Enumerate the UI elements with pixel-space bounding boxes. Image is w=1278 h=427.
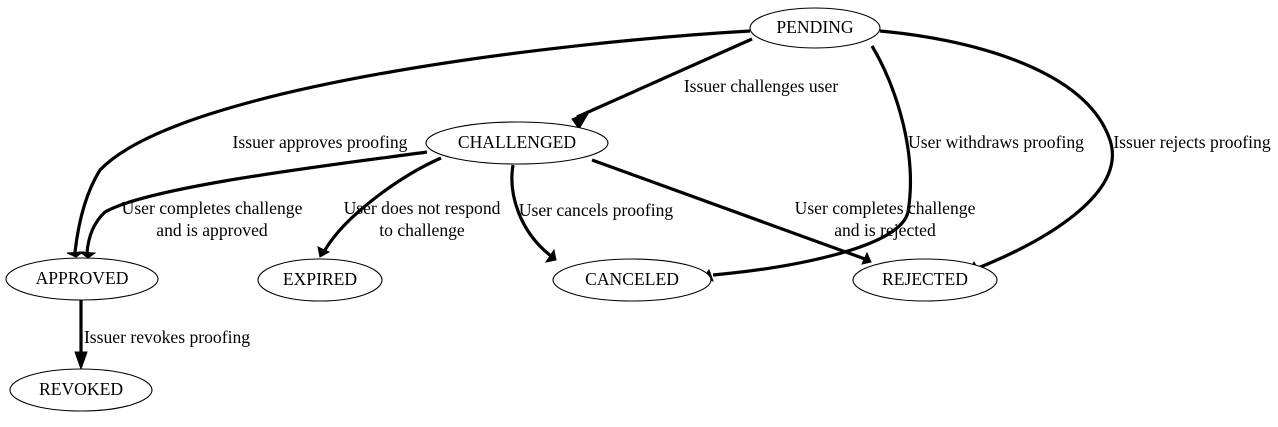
- edge-challenged-rejected: [591, 158, 872, 265]
- edge-line: [73, 29, 751, 253]
- node-ellipse-pending[interactable]: [749, 7, 881, 49]
- node-approved[interactable]: APPROVED: [5, 257, 159, 301]
- edge-label-pending-approved: Issuer approves proofing: [233, 132, 408, 152]
- edge-pending-approved: [66, 29, 751, 258]
- edge-line: [510, 164, 552, 258]
- edge-challenged-expired: [317, 156, 442, 258]
- edge-label-approved-revoked: Issuer revokes proofing: [84, 327, 250, 347]
- arrow-head-icon: [861, 251, 872, 265]
- arrow-head-icon: [74, 351, 88, 371]
- edge-pending-challenged: [571, 37, 753, 130]
- node-label-expired: EXPIRED: [283, 269, 357, 289]
- node-ellipse-revoked[interactable]: [9, 368, 153, 412]
- edge-line: [591, 158, 866, 261]
- arrow-head-icon: [544, 248, 557, 263]
- node-challenged[interactable]: CHALLENGED: [425, 121, 609, 165]
- node-label-approved: APPROVED: [36, 268, 129, 288]
- edge-line: [85, 150, 428, 254]
- edge-line: [576, 37, 753, 119]
- node-expired[interactable]: EXPIRED: [257, 258, 383, 302]
- node-canceled[interactable]: CANCELED: [552, 258, 712, 302]
- node-label-rejected: REJECTED: [882, 269, 968, 289]
- edge-label-pending-canceled: User withdraws proofing: [908, 132, 1084, 152]
- arrow-head-icon: [78, 251, 97, 259]
- edge-approved-revoked: [74, 300, 88, 371]
- edge-challenged-approved: [78, 150, 428, 259]
- node-revoked[interactable]: REVOKED: [9, 368, 153, 412]
- node-ellipse-expired[interactable]: [257, 258, 383, 302]
- edge-line: [712, 45, 912, 277]
- node-label-revoked: REVOKED: [39, 379, 123, 399]
- node-ellipse-challenged[interactable]: [425, 121, 609, 165]
- edge-label-pending-rejected: Issuer rejects proofing: [1113, 132, 1271, 152]
- edge-challenged-canceled: [510, 164, 557, 263]
- arrow-head-icon: [317, 246, 331, 258]
- arrow-head-icon: [66, 251, 85, 258]
- node-ellipse-approved[interactable]: [5, 257, 159, 301]
- node-label-pending: PENDING: [776, 17, 854, 37]
- node-pending[interactable]: PENDING: [749, 7, 881, 49]
- edge-label-challenged-canceled: User cancels proofing: [519, 200, 674, 220]
- node-rejected[interactable]: REJECTED: [852, 258, 998, 302]
- edge-label-pending-challenged: Issuer challenges user: [684, 76, 839, 96]
- edge-line: [323, 156, 442, 251]
- arrow-head-icon: [571, 110, 591, 130]
- node-label-canceled: CANCELED: [585, 269, 679, 289]
- edge-line: [879, 29, 1114, 270]
- node-label-challenged: CHALLENGED: [458, 132, 576, 152]
- node-ellipse-rejected[interactable]: [852, 258, 998, 302]
- node-ellipse-canceled[interactable]: [552, 258, 712, 302]
